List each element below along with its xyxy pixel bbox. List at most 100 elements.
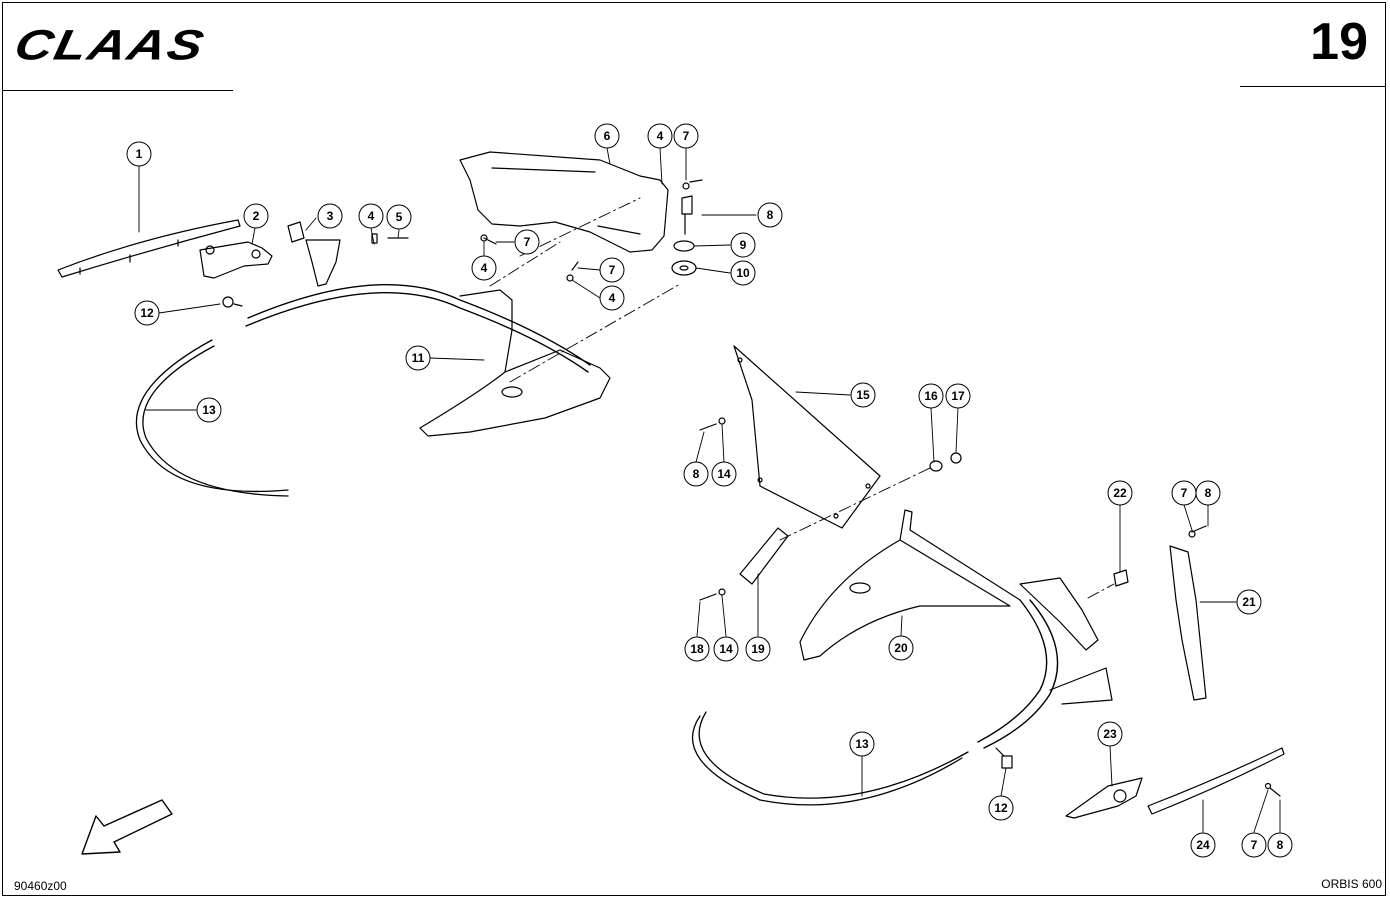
svg-text:13: 13 <box>202 403 216 417</box>
callout-21: 21 <box>1236 589 1262 615</box>
leader-lines <box>138 147 1281 833</box>
part-4-5-pin <box>371 233 409 244</box>
callout-4: 4 <box>471 255 497 281</box>
drawing-code: 90460z00 <box>14 879 67 893</box>
part-20-frame <box>799 509 1099 661</box>
callout-12: 12 <box>988 795 1014 821</box>
svg-text:6: 6 <box>604 129 611 143</box>
callouts: 1 2 3 4 5 6 4 7 8 9 10 7 4 7 4 12 11 13 … <box>126 123 1293 858</box>
callout-7: 7 <box>599 257 625 283</box>
svg-text:4: 4 <box>368 209 375 223</box>
svg-text:23: 23 <box>1103 727 1117 741</box>
callout-23: 23 <box>1097 721 1123 747</box>
callout-13: 13 <box>849 731 875 757</box>
svg-text:7: 7 <box>1251 838 1258 852</box>
svg-text:7: 7 <box>609 263 616 277</box>
svg-text:1: 1 <box>136 147 143 161</box>
direction-arrow-icon <box>81 799 173 855</box>
assembly-lines <box>489 197 1115 599</box>
svg-text:7: 7 <box>683 129 690 143</box>
part-21-guard <box>1169 545 1207 701</box>
part-11-frame <box>419 289 611 437</box>
callout-18: 18 <box>684 636 710 662</box>
callout-19: 19 <box>745 636 771 662</box>
svg-text:4: 4 <box>609 291 616 305</box>
svg-text:13: 13 <box>855 737 869 751</box>
callout-4: 4 <box>647 123 673 149</box>
svg-text:12: 12 <box>140 306 154 320</box>
svg-text:4: 4 <box>657 129 664 143</box>
callout-1: 1 <box>126 141 152 167</box>
svg-text:5: 5 <box>396 210 403 224</box>
part-23-bracket <box>1065 777 1143 819</box>
svg-text:14: 14 <box>719 642 733 656</box>
svg-text:12: 12 <box>994 801 1008 815</box>
svg-text:4: 4 <box>481 261 488 275</box>
callout-5: 5 <box>386 204 412 230</box>
part-24-strip <box>1147 747 1285 815</box>
page-number: 19 <box>1310 13 1368 71</box>
svg-text:8: 8 <box>693 467 700 481</box>
part-20-tube <box>977 599 1113 749</box>
part-2-bracket <box>199 241 273 279</box>
svg-text:17: 17 <box>951 389 965 403</box>
svg-text:8: 8 <box>1205 486 1212 500</box>
part-13-arc-right <box>691 711 969 806</box>
svg-text:7: 7 <box>1181 486 1188 500</box>
callout-7: 7 <box>1171 480 1197 506</box>
part-12-bolt-right <box>995 747 1013 769</box>
svg-text:10: 10 <box>736 266 750 280</box>
svg-text:19: 19 <box>751 642 765 656</box>
part-13-arc-left <box>135 339 289 497</box>
callout-11: 11 <box>405 345 431 371</box>
callout-13: 13 <box>196 397 222 423</box>
callout-14: 14 <box>711 461 737 487</box>
callout-9: 9 <box>730 232 756 258</box>
part-16-17-nut <box>929 452 962 472</box>
callout-20: 20 <box>888 635 914 661</box>
callout-10: 10 <box>730 260 756 286</box>
part-1-guide-strip <box>57 219 241 278</box>
svg-text:15: 15 <box>856 388 870 402</box>
part-22-sleeve <box>1113 569 1129 587</box>
callout-12: 12 <box>134 300 160 326</box>
svg-text:2: 2 <box>253 209 260 223</box>
callout-17: 17 <box>945 383 971 409</box>
part-19-strip <box>739 527 789 585</box>
callout-7: 7 <box>673 123 699 149</box>
part-11-tube <box>245 284 591 373</box>
callout-6: 6 <box>594 123 620 149</box>
header-rule-right <box>1240 86 1385 87</box>
callout-16: 16 <box>918 383 944 409</box>
part-12-bolt-left <box>222 296 243 308</box>
svg-text:20: 20 <box>894 641 908 655</box>
svg-text:16: 16 <box>924 389 938 403</box>
svg-text:9: 9 <box>740 238 747 252</box>
callout-8: 8 <box>757 202 783 228</box>
callout-7: 7 <box>1241 832 1267 858</box>
callout-8: 8 <box>1267 832 1293 858</box>
callout-7: 7 <box>514 229 540 255</box>
small-screws <box>480 179 1281 797</box>
callout-24: 24 <box>1190 832 1216 858</box>
callout-8: 8 <box>1195 480 1221 506</box>
svg-text:21: 21 <box>1242 595 1256 609</box>
svg-text:7: 7 <box>524 235 531 249</box>
callout-3: 3 <box>317 203 343 229</box>
svg-text:11: 11 <box>412 351 425 365</box>
svg-text:22: 22 <box>1113 486 1127 500</box>
callout-22: 22 <box>1107 480 1133 506</box>
callout-4: 4 <box>599 285 625 311</box>
svg-text:8: 8 <box>1277 838 1284 852</box>
model-name: ORBIS 600 <box>1321 877 1382 891</box>
svg-text:14: 14 <box>717 467 731 481</box>
part-8-9-10-hardware <box>671 195 697 276</box>
callout-4: 4 <box>358 203 384 229</box>
part-15-plate <box>733 345 881 529</box>
header-rule-left <box>3 90 233 91</box>
svg-text:3: 3 <box>327 209 334 223</box>
svg-text:24: 24 <box>1196 838 1210 852</box>
part-3-buffer <box>287 221 341 287</box>
